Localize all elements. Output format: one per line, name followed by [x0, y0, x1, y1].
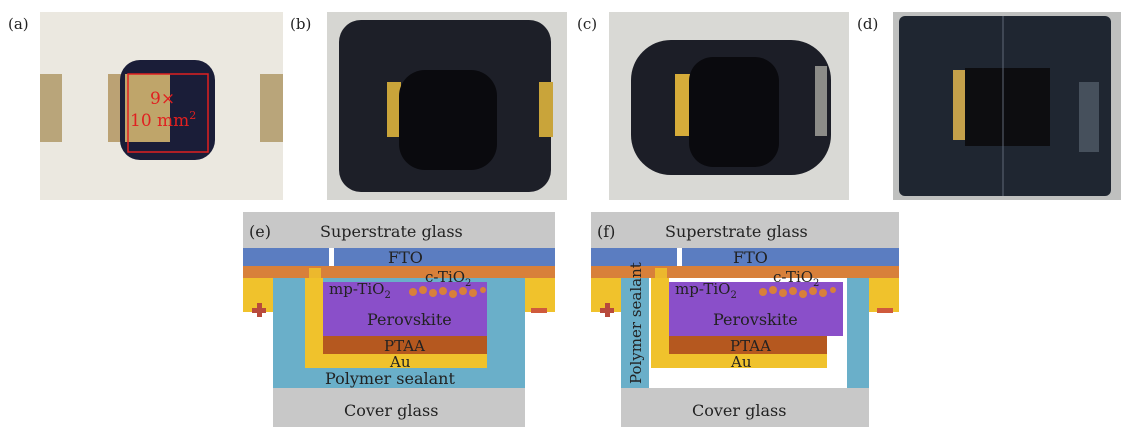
au-label: Au	[730, 353, 752, 371]
fto-scribe	[329, 248, 334, 266]
label-a: (a)	[8, 15, 29, 33]
gold-strip-right	[539, 82, 553, 137]
c-tio2-label: c-TiO2	[773, 268, 819, 289]
gold-strip-right	[815, 66, 827, 136]
sealant-label: Polymer sealant	[325, 369, 455, 388]
cover-glass	[273, 388, 525, 427]
gold-strip-left	[387, 82, 401, 137]
plus-sign-v	[257, 303, 262, 317]
area-label-line1: 9×	[150, 89, 175, 109]
area-label-line2: 10 mm2	[130, 109, 196, 131]
window	[965, 68, 1050, 146]
c-tio2-label: c-TiO2	[425, 268, 471, 289]
superstrate-label: Superstrate glass	[665, 222, 808, 241]
tio2-layer	[243, 266, 555, 278]
au-layer-bottom	[305, 354, 487, 368]
gold-strip-left	[675, 74, 693, 136]
diagram-e: (e) Superstrate glass FTO mp-TiO2 c-TiO2…	[243, 212, 555, 427]
mp-tio2-label: mp-TiO2	[675, 280, 737, 301]
tio2-particles	[409, 286, 486, 298]
perovskite-label: Perovskite	[713, 310, 798, 329]
cover-label: Cover glass	[692, 401, 786, 420]
superstrate-glass	[591, 212, 899, 248]
tio2-layer	[591, 266, 899, 278]
au-label: Au	[389, 353, 411, 371]
superstrate-label: Superstrate glass	[320, 222, 463, 241]
sealant-right	[847, 278, 869, 388]
interior-fill	[827, 336, 847, 368]
active-area-box	[127, 73, 209, 153]
tio2-particles	[759, 286, 836, 298]
photo-b	[327, 12, 567, 200]
contact-pad-left	[40, 74, 62, 142]
label-b: (b)	[290, 15, 312, 33]
cavity	[649, 368, 847, 388]
mp-tio2-strips	[655, 268, 667, 280]
fto-layer	[591, 248, 899, 266]
contact-pad-right	[260, 74, 283, 142]
photo-a: 9× 10 mm2	[40, 12, 283, 200]
active-area-gold	[125, 74, 170, 142]
cover-label: Cover glass	[344, 401, 438, 420]
plus-sign-v	[605, 303, 610, 317]
label-d: (d)	[857, 15, 879, 33]
diagram-f: (f) Superstrate glass FTO mp-TiO2 c-TiO2…	[591, 212, 899, 427]
label-e: (e)	[249, 222, 271, 241]
ptaa-layer	[323, 336, 487, 354]
ptaa-label: PTAA	[730, 337, 771, 355]
au-layer-left	[305, 278, 323, 368]
label-c: (c)	[577, 15, 598, 33]
minus-sign	[877, 308, 893, 313]
sealant-label: Polymer sealant	[627, 262, 645, 384]
window	[399, 70, 497, 170]
right-contact-gold	[525, 278, 555, 312]
cover-glass	[621, 388, 869, 427]
label-f: (f)	[597, 222, 615, 241]
right-contact-gold	[869, 278, 899, 312]
mp-tio2-label: mp-TiO2	[329, 280, 391, 301]
window	[689, 57, 779, 167]
mp-tio2-strips	[309, 268, 321, 280]
au-layer-left	[651, 278, 669, 368]
ptaa-label: PTAA	[384, 337, 425, 355]
au-layer-bottom	[651, 354, 827, 368]
superstrate-glass	[243, 212, 555, 248]
fto-label: FTO	[388, 248, 423, 267]
ptaa-layer	[669, 336, 843, 354]
fto-layer	[243, 248, 555, 266]
minus-sign	[531, 308, 547, 313]
sealant-left	[621, 278, 649, 388]
fto-scribe	[677, 248, 682, 266]
marker-writing	[1079, 82, 1099, 152]
fto-label: FTO	[733, 248, 768, 267]
photo-d	[893, 12, 1121, 200]
perovskite-label: Perovskite	[367, 310, 452, 329]
photo-c	[609, 12, 849, 200]
